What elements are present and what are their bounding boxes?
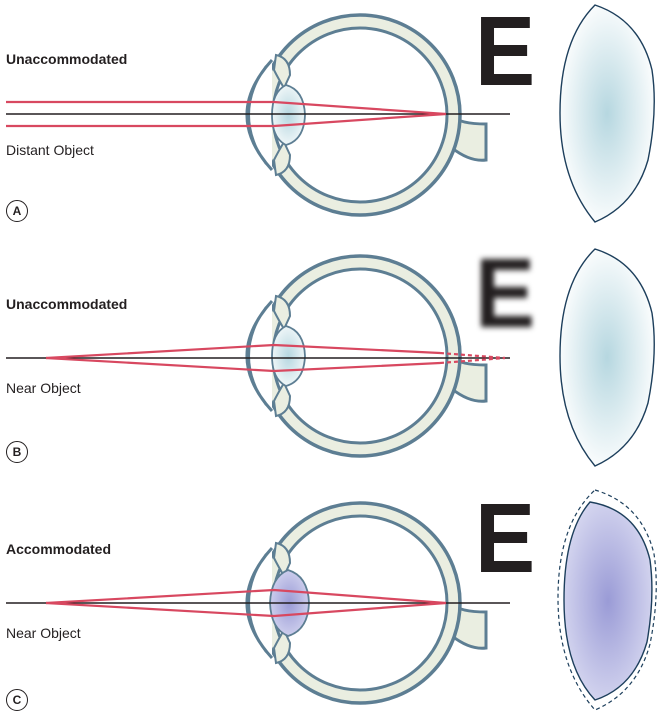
panel-badge-c: C (6, 689, 28, 711)
light-ray-upper-extension (439, 351, 506, 360)
light-ray-upper (6, 100, 447, 116)
eye-diagram-b (6, 254, 510, 458)
anterior-chamber (248, 306, 267, 406)
panel-badge-b: B (6, 441, 28, 463)
relaxed-lens-outline (557, 489, 657, 711)
eye-diagram-a (6, 13, 510, 217)
light-ray-lower (45, 601, 447, 618)
lens (271, 325, 306, 387)
eye-chart-letter-a: E (475, 0, 536, 106)
object-label-a: Distant Object (6, 142, 94, 158)
light-ray-upper (45, 588, 447, 605)
lens-shape (559, 248, 655, 467)
object-label-b: Near Object (6, 380, 81, 396)
panel-a: Unaccommodated Distant Object E A (0, 0, 662, 241)
light-ray-lower (45, 356, 441, 373)
object-label-c: Near Object (6, 625, 81, 641)
lens-shape-accommodated (563, 501, 653, 701)
lens-profile-a (559, 4, 655, 223)
state-label-b: Unaccommodated (6, 296, 128, 312)
lens-profile-c (557, 489, 657, 711)
lens-profile-b (559, 248, 655, 467)
panel-c: Accommodated Near Object E C (0, 482, 662, 723)
lens (271, 84, 306, 146)
light-ray-upper (45, 343, 441, 360)
state-label-a: Unaccommodated (6, 51, 128, 67)
lens-shape (559, 4, 655, 223)
anterior-chamber (248, 65, 267, 165)
eye-chart-letter-c: E (475, 483, 536, 593)
panel-badge-a: A (6, 200, 28, 222)
eye-chart-letter-b: E (475, 238, 536, 348)
light-ray-lower (6, 112, 447, 128)
eye-diagram-c (6, 501, 510, 705)
state-label-c: Accommodated (6, 541, 112, 557)
light-ray-lower-extension (439, 356, 506, 365)
panel-b: Unaccommodated Near Object E B (0, 241, 662, 482)
